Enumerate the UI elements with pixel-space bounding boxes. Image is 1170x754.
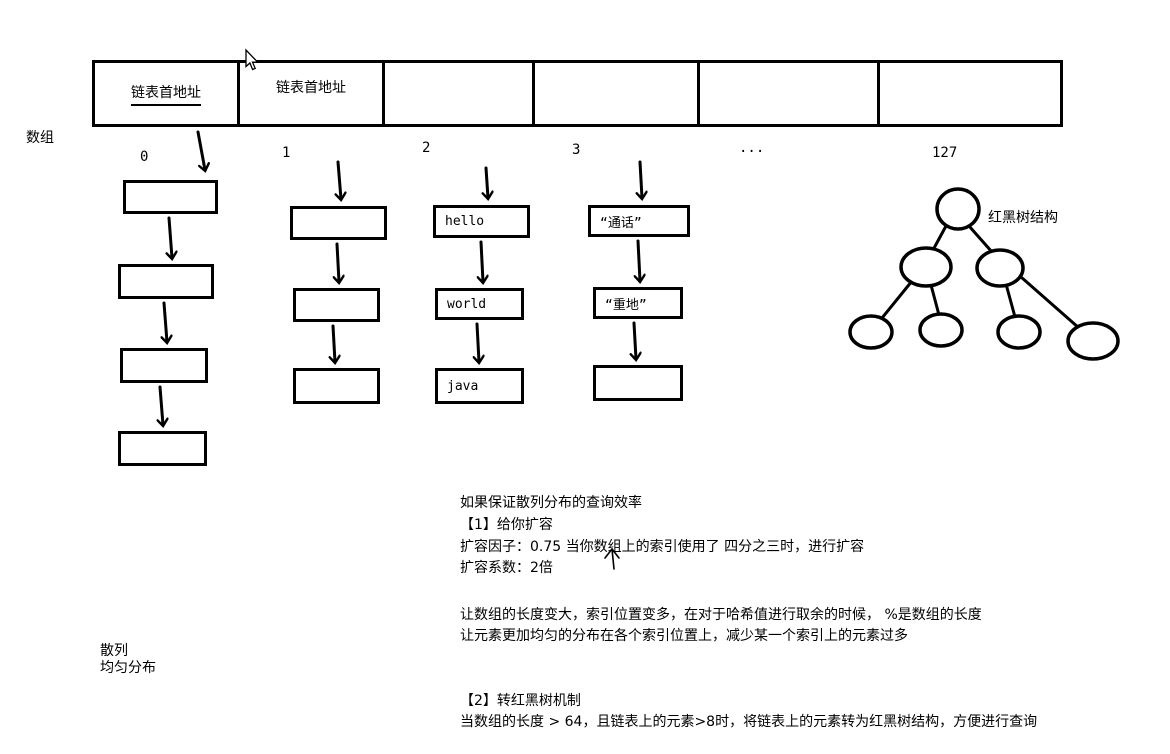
tree-node [935, 187, 981, 231]
hash-array: 链表首地址 链表首地址 [92, 60, 1063, 127]
note-uniform: 均匀分布 [100, 660, 156, 676]
index-label-2: 2 [422, 140, 431, 156]
tree-node [1066, 321, 1120, 361]
list-node-java: java [435, 368, 524, 404]
note-line-treeify-rule: 当数组的长度 > 64，且链表上的元素>8时，将链表上的元素转为红黑树结构，方便… [460, 714, 1038, 730]
tree-node [918, 312, 964, 348]
tree-node [848, 314, 894, 350]
list-node-tonghua: “通话” [588, 205, 690, 237]
note-line-array-grow: 让数组的长度变大，索引位置变多，在对于哈希值进行取余的时候， %是数组的长度 [460, 607, 982, 623]
list-node [293, 368, 380, 404]
array-cell-2 [385, 63, 535, 124]
red-black-tree [848, 187, 1120, 361]
tree-node [996, 314, 1042, 350]
index-label-3: 3 [572, 142, 581, 158]
tree-node [975, 248, 1025, 288]
note-line-even-distribution: 让元素更加均匀的分布在各个索引位置上，减少某一个索引上的元素过多 [460, 628, 908, 644]
tree-node [899, 246, 953, 288]
list-node-zhongdi: “重地” [593, 287, 683, 319]
array-cell-0: 链表首地址 [95, 63, 240, 124]
list-node-hello: hello [433, 205, 530, 238]
note-line-query-efficiency: 如果保证散列分布的查询效率 [460, 495, 642, 511]
list-node [123, 180, 218, 214]
list-node [118, 264, 214, 299]
note-line-expand-ratio: 扩容系数：2倍 [460, 560, 553, 576]
link-arrows [160, 130, 642, 425]
list-node [293, 288, 380, 322]
note-line-load-factor: 扩容因子：0.75 当你数组上的索引使用了 四分之三时，进行扩容 [460, 539, 865, 555]
array-cell-3 [535, 63, 700, 124]
tree-label: 红黑树结构 [988, 210, 1058, 226]
index-label-0: 0 [140, 149, 149, 165]
list-node [120, 348, 208, 383]
list-node-world: world [435, 288, 524, 320]
array-label: 数组 [26, 130, 54, 146]
array-cell-4 [700, 63, 880, 124]
array-cell-1-label: 链表首地址 [276, 79, 346, 96]
list-node [290, 206, 387, 240]
list-node [593, 365, 683, 401]
array-cell-0-label: 链表首地址 [131, 82, 201, 106]
index-label-127: 127 [932, 145, 958, 161]
index-label-1: 1 [282, 145, 291, 161]
note-line-expand-title: 【1】给你扩容 [460, 517, 553, 533]
note-hash: 散列 [100, 643, 128, 659]
list-node [118, 431, 207, 466]
array-cell-5 [880, 63, 1060, 124]
array-cell-1: 链表首地址 [240, 63, 385, 124]
note-line-treeify-title: 【2】转红黑树机制 [460, 693, 581, 709]
index-label-ellipsis: ... [739, 140, 765, 156]
